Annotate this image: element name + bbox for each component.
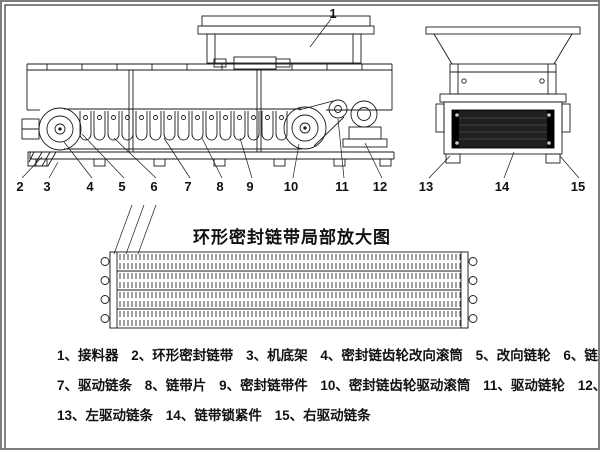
legend-item-9: 9、密封链带件 [219, 378, 308, 393]
legend-line-3: 13、左驱动链条 14、链带锁紧件 15、右驱动链条 [57, 404, 595, 424]
legend-item-13: 13、左驱动链条 [57, 408, 154, 423]
legend-line-1: 1、接料器 2、环形密封链带 3、机底架 4、密封链齿轮改向滚筒 5、改向链轮 … [57, 344, 598, 364]
callout-2: 2 [16, 179, 24, 194]
legend-item-11: 11、驱动链轮 [483, 378, 565, 393]
callout-7: 7 [184, 179, 192, 194]
legend-item-15: 15、右驱动链条 [274, 408, 371, 423]
callout-15: 15 [570, 179, 586, 194]
callout-9: 9 [246, 179, 254, 194]
callout-10: 10 [283, 179, 299, 194]
chain-detail-drawing [100, 251, 478, 329]
callout-6: 6 [150, 179, 158, 194]
callout-12: 12 [372, 179, 388, 194]
legend-item-3: 3、机底架 [246, 348, 308, 363]
end-view-drawing [425, 26, 581, 164]
callout-14: 14 [494, 179, 510, 194]
chain-flights [79, 110, 288, 141]
legend-item-7: 7、驱动链条 [57, 378, 133, 393]
callout-4: 4 [86, 179, 94, 194]
detail-view-title: 环形密封链带局部放大图 [193, 228, 391, 247]
leader-lines [21, 18, 580, 255]
legend-item-1: 1、接料器 [57, 348, 119, 363]
legend-item-12: 12、驱动装置 [577, 378, 598, 393]
parts-legend: 1、接料器 2、环形密封链带 3、机底架 4、密封链齿轮改向滚筒 5、改向链轮 … [57, 344, 598, 434]
legend-item-5: 5、改向链轮 [475, 348, 551, 363]
callout-13: 13 [418, 179, 434, 194]
legend-item-4: 4、密封链齿轮改向滚筒 [320, 348, 463, 363]
side-view-drawing [21, 15, 395, 167]
callout-1: 1 [329, 6, 337, 21]
legend-item-10: 10、密封链齿轮驱动滚筒 [320, 378, 471, 393]
legend-item-8: 8、链带片 [144, 378, 207, 393]
legend-item-2: 2、环形密封链带 [131, 348, 234, 363]
legend-item-6: 6、链带销轴 [563, 348, 598, 363]
callout-3: 3 [43, 179, 51, 194]
callout-5: 5 [118, 179, 126, 194]
legend-line-2: 7、驱动链条 8、链带片 9、密封链带件 10、密封链齿轮驱动滚筒 11、驱动链… [57, 374, 598, 394]
sheet-border [4, 4, 598, 448]
callout-11: 11 [335, 179, 349, 194]
legend-item-14: 14、链带锁紧件 [165, 408, 262, 423]
callout-8: 8 [216, 179, 224, 194]
